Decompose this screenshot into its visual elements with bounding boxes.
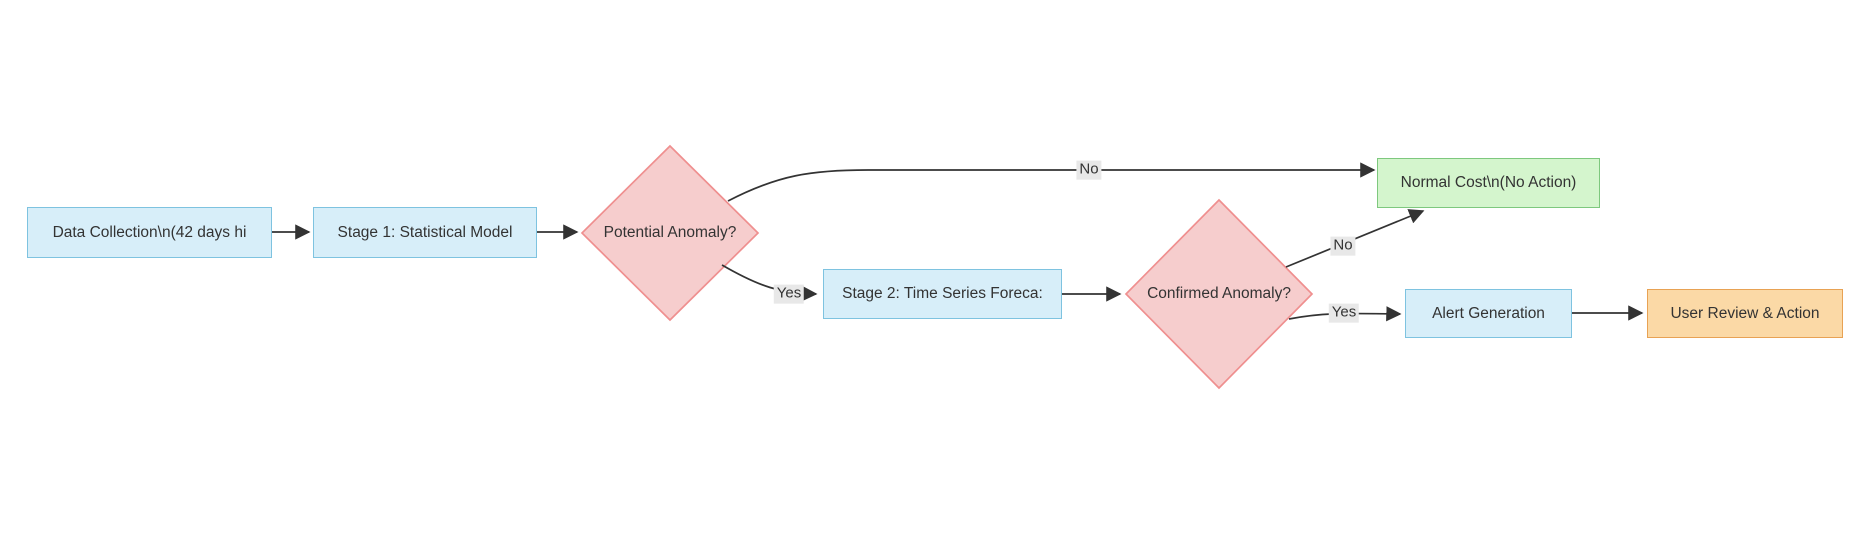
diamond-confirmed-anomaly — [1124, 198, 1314, 390]
diamond-potential-anomaly — [580, 144, 760, 322]
node-data-collection-label: Data Collection\n(42 days hi — [52, 223, 247, 241]
node-user-review: User Review & Action — [1647, 289, 1843, 338]
node-user-review-label: User Review & Action — [1670, 304, 1820, 322]
edge-label-yes-confirmed: Yes — [1328, 303, 1360, 323]
node-stage2: Stage 2: Time Series Foreca: — [823, 269, 1062, 319]
node-alert-generation-label: Alert Generation — [1432, 304, 1545, 322]
node-stage1-label: Stage 1: Statistical Model — [337, 223, 513, 241]
node-alert-generation: Alert Generation — [1405, 289, 1572, 338]
edge-potential-anomaly-yes-to-stage2 — [721, 264, 818, 302]
node-stage1: Stage 1: Statistical Model — [313, 207, 537, 258]
edge-potential-anomaly-no-to-normal-cost — [727, 162, 1376, 202]
node-normal-cost-label: Normal Cost\n(No Action) — [1400, 174, 1577, 191]
edge-label-yes-potential: Yes — [773, 284, 805, 304]
node-stage2-label: Stage 2: Time Series Foreca: — [842, 285, 1043, 302]
node-data-collection: Data Collection\n(42 days hi — [27, 207, 272, 258]
edge-label-no-potential: No — [1076, 160, 1102, 180]
edge-label-no-confirmed: No — [1330, 236, 1356, 256]
node-normal-cost: Normal Cost\n(No Action) — [1377, 158, 1600, 208]
